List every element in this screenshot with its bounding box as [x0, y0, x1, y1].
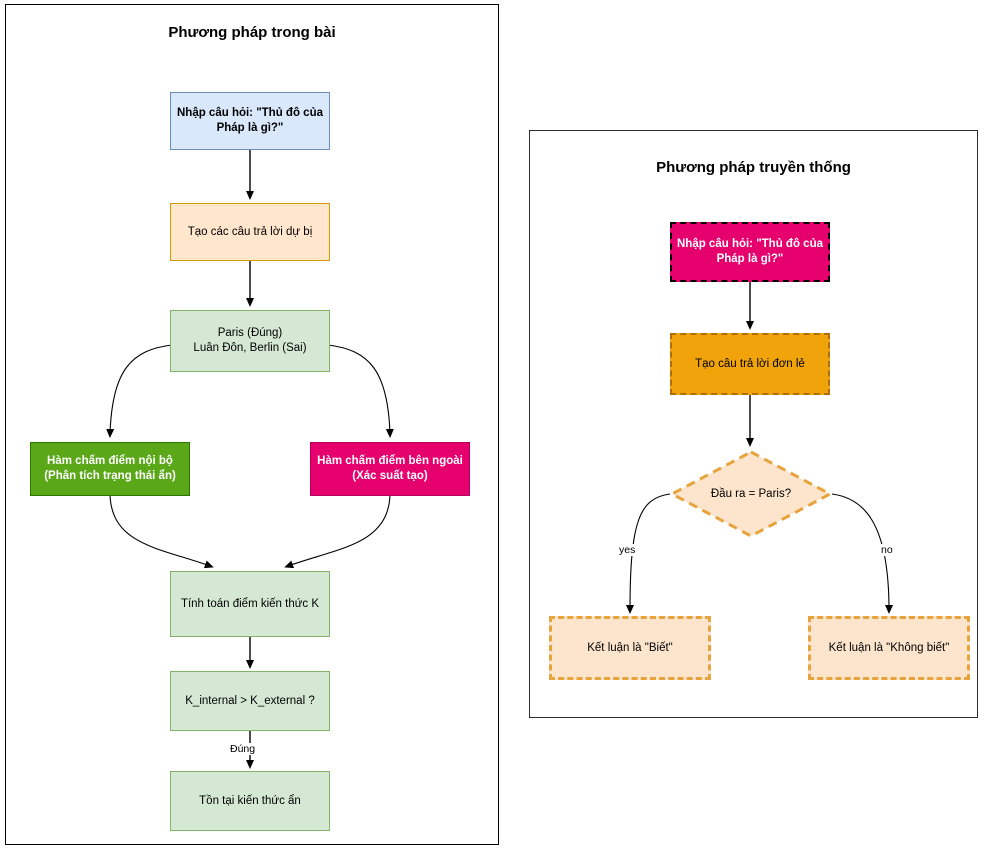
left-node-external-scorer-line1: Hàm chấm điểm bên ngoài	[317, 455, 463, 467]
left-node-hidden-knowledge-line1: Tồn tại kiến thức ẩn	[199, 794, 301, 807]
right-node-conclude-known-line1: Kết luận là "Biết"	[587, 641, 673, 654]
left-node-hidden-knowledge[interactable]: Tồn tại kiến thức ẩn	[170, 771, 330, 831]
right-edge-label-yes: yes	[617, 544, 638, 556]
right-node-conclude-unknown-line1: Kết luận là "Không biết"	[828, 641, 950, 654]
left-node-internal-scorer-line2: (Phân tích trạng thái ẩn)	[44, 470, 176, 482]
right-node-decision-label: Đầu ra = Paris?	[710, 488, 792, 500]
left-node-compute-k-line1: Tính toán điểm kiến thức K	[180, 597, 320, 610]
left-node-candidates-line2: Luân Đôn, Berlin (Sai)	[193, 342, 307, 354]
right-node-input-line2: Pháp là gì?"	[716, 253, 784, 265]
diamond-shape-icon	[670, 450, 832, 538]
right-panel-frame	[529, 130, 978, 718]
left-panel-title: Phương pháp trong bài	[168, 24, 336, 41]
right-node-single-answer[interactable]: Tạo câu trả lời đơn lẻ	[670, 333, 830, 395]
left-node-input-line2: Pháp là gì?"	[216, 122, 284, 134]
left-node-internal-scorer[interactable]: Hàm chấm điểm nội bộ (Phân tích trạng th…	[30, 442, 190, 496]
left-edge-label-dung: Đúng	[228, 743, 258, 755]
left-node-internal-scorer-line1: Hàm chấm điểm nội bộ	[47, 455, 173, 467]
right-edge-label-no: no	[879, 544, 895, 556]
left-node-candidates-line1: Paris (Đúng)	[217, 327, 283, 339]
left-node-external-scorer[interactable]: Hàm chấm điểm bên ngoài (Xác suất tạo)	[310, 442, 470, 496]
left-node-generate[interactable]: Tạo các câu trả lời dự bị	[170, 203, 330, 261]
left-node-input[interactable]: Nhập câu hỏi: "Thủ đô của Pháp là gì?"	[170, 92, 330, 150]
left-node-compute-k[interactable]: Tính toán điểm kiến thức K	[170, 571, 330, 637]
right-panel-title: Phương pháp truyền thống	[656, 159, 851, 176]
left-panel-frame	[5, 4, 499, 845]
left-node-compare-k-line1: K_internal > K_external ?	[185, 694, 315, 707]
left-node-compare-k[interactable]: K_internal > K_external ?	[170, 671, 330, 731]
right-node-decision[interactable]: Đầu ra = Paris?	[670, 450, 832, 538]
left-node-external-scorer-line2: (Xác suất tạo)	[352, 470, 428, 482]
right-node-input-line1: Nhập câu hỏi: "Thủ đô của	[676, 238, 823, 250]
left-node-candidates[interactable]: Paris (Đúng) Luân Đôn, Berlin (Sai)	[170, 310, 330, 372]
left-node-input-line1: Nhập câu hỏi: "Thủ đô của	[176, 107, 323, 119]
right-node-input[interactable]: Nhập câu hỏi: "Thủ đô của Pháp là gì?"	[670, 222, 830, 282]
right-node-conclude-known[interactable]: Kết luận là "Biết"	[549, 616, 711, 680]
left-node-generate-line1: Tạo các câu trả lời dự bị	[187, 225, 313, 238]
right-node-conclude-unknown[interactable]: Kết luận là "Không biết"	[808, 616, 970, 680]
right-node-single-answer-line1: Tạo câu trả lời đơn lẻ	[695, 357, 805, 370]
